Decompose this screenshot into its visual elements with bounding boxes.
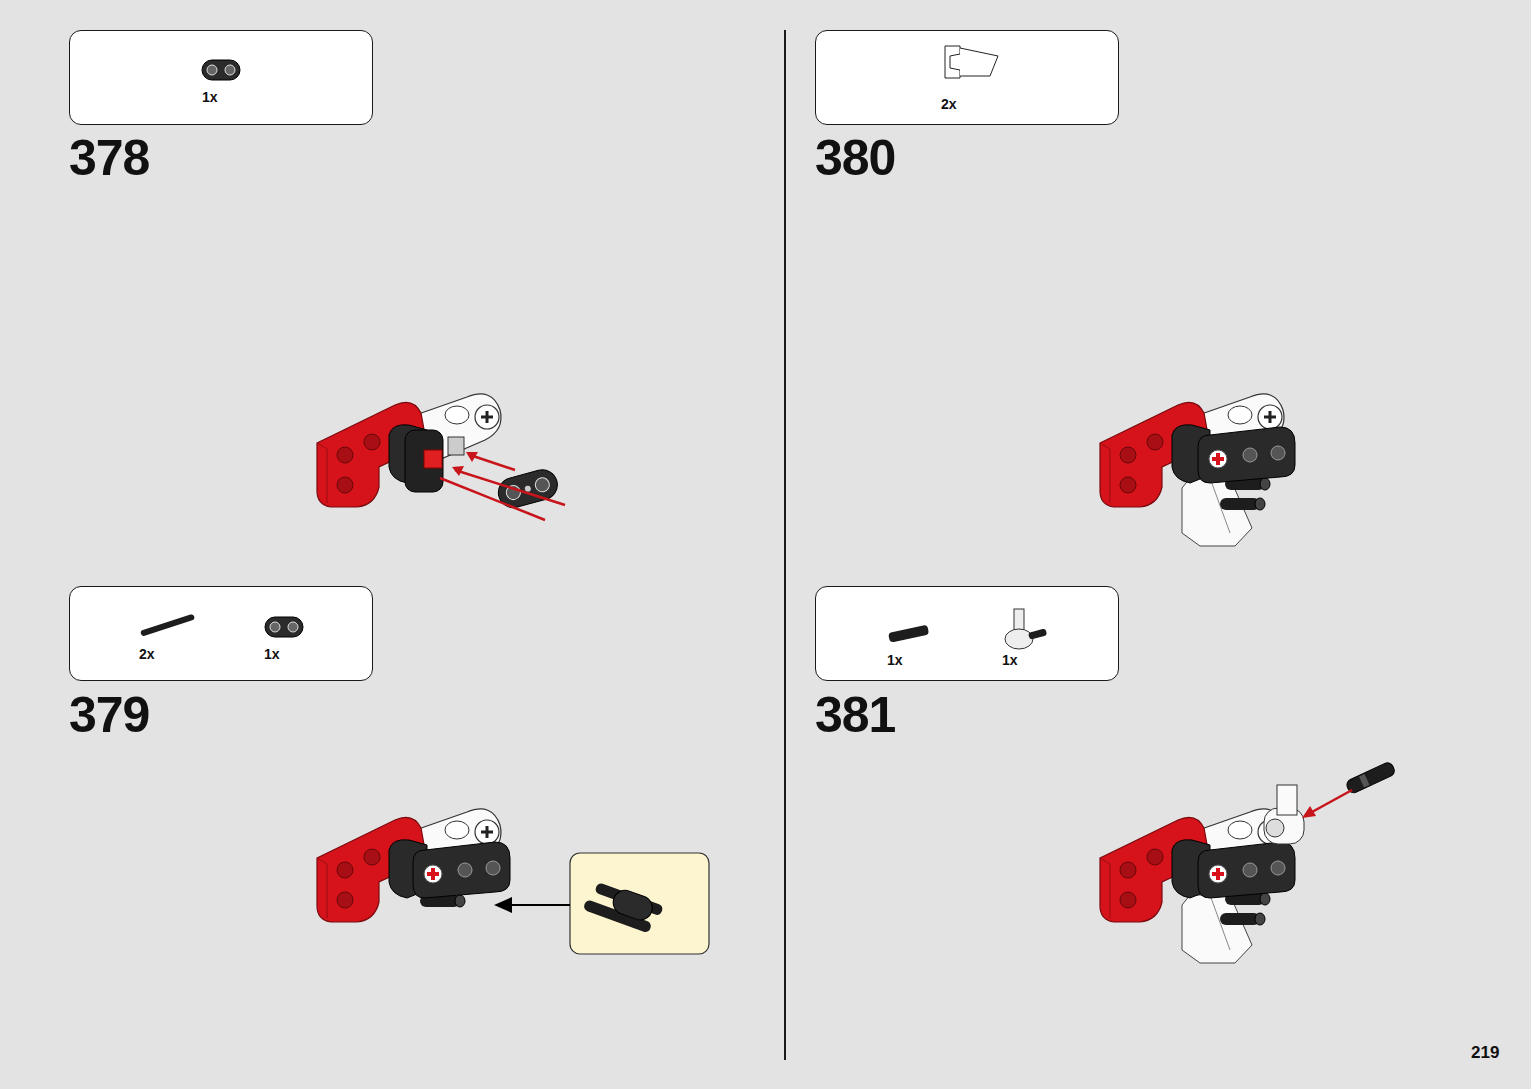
part-quantity: 1x [887, 652, 903, 668]
part-icons [816, 31, 1120, 126]
parts-box: 1x [69, 30, 373, 125]
step-number: 379 [69, 690, 149, 740]
part-quantity: 2x [139, 646, 155, 662]
part-quantity: 1x [264, 646, 280, 662]
part-icons [70, 31, 374, 126]
part-icons [70, 587, 374, 682]
part-quantity: 2x [941, 96, 957, 112]
parts-box: 1x 1x [815, 586, 1119, 681]
part-quantity: 1x [202, 89, 218, 105]
step-number: 378 [69, 133, 149, 183]
part-icons [816, 587, 1120, 682]
parts-box: 2x [815, 30, 1119, 125]
parts-box: 2x 1x [69, 586, 373, 681]
step-number: 381 [815, 690, 895, 740]
part-quantity: 1x [1002, 652, 1018, 668]
step-number: 380 [815, 133, 895, 183]
page-number: 219 [1471, 1044, 1499, 1061]
